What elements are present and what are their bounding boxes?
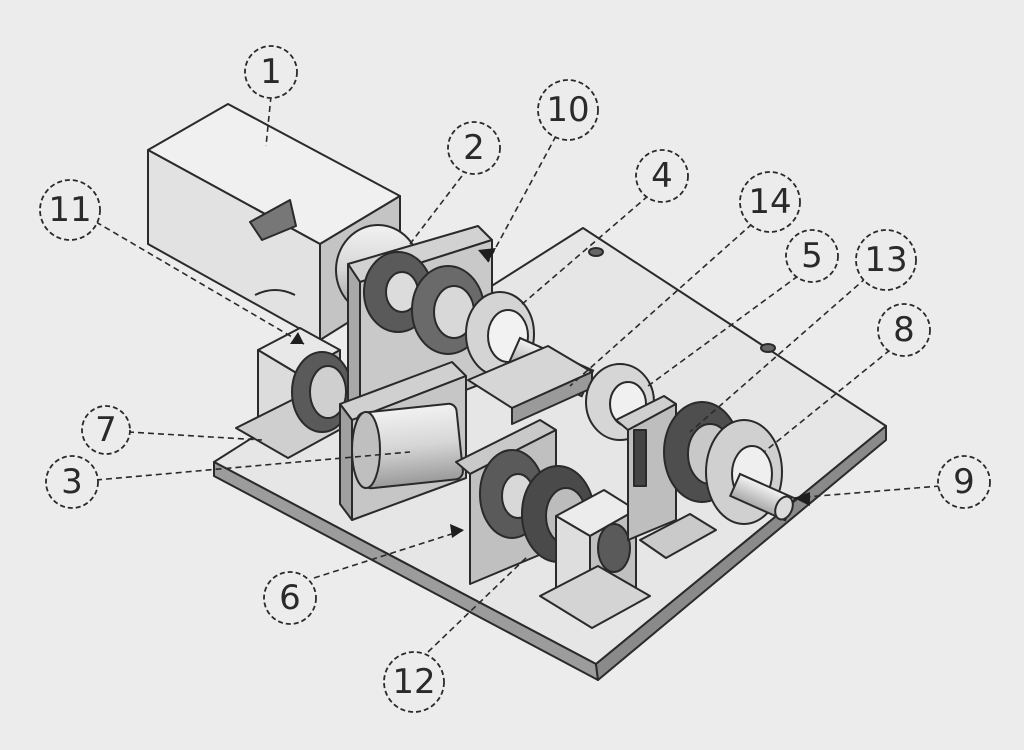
leader-14 — [569, 223, 753, 387]
balloon-label-8: 8 — [893, 310, 915, 350]
leader-lines — [95, 95, 941, 653]
leader-12 — [427, 555, 529, 653]
balloon-12: 12 — [383, 651, 445, 713]
arrowhead-6 — [450, 524, 464, 538]
leader-8 — [763, 349, 891, 453]
balloon-label-14: 14 — [748, 182, 791, 222]
balloon-11: 11 — [39, 179, 101, 241]
right-bracket — [615, 395, 717, 559]
balloons: 1 2 10 4 14 11 5 13 8 7 3 9 6 12 — [39, 45, 991, 713]
balloon-label-1: 1 — [260, 52, 282, 92]
leader-6 — [313, 529, 465, 579]
arrowheads — [290, 248, 810, 538]
arrowhead-9 — [794, 492, 810, 506]
leader-11 — [95, 221, 305, 345]
balloon-label-4: 4 — [651, 156, 673, 196]
balloon-14: 14 — [739, 171, 801, 233]
leader-2 — [409, 167, 469, 245]
balloon-label-12: 12 — [392, 662, 435, 702]
leader-1 — [265, 95, 272, 147]
leader-3 — [95, 451, 411, 481]
leader-4 — [519, 195, 649, 307]
balloon-10: 10 — [537, 79, 599, 141]
balloon-9: 9 — [937, 455, 991, 509]
balloon-label-3: 3 — [61, 462, 83, 502]
balloon-2: 2 — [447, 121, 501, 175]
output-shaft-9 — [728, 472, 797, 522]
balloon-label-6: 6 — [279, 578, 301, 618]
balloon-label-13: 13 — [864, 240, 907, 280]
balloon-label-5: 5 — [801, 236, 823, 276]
leader-7 — [127, 431, 263, 441]
lower-bracket — [339, 361, 467, 521]
leader-13 — [689, 277, 867, 433]
balloon-label-7: 7 — [95, 410, 117, 450]
balloon-13: 13 — [855, 229, 917, 291]
leader-10 — [487, 135, 557, 263]
arrowhead-10 — [478, 248, 496, 262]
balloon-label-2: 2 — [463, 128, 485, 168]
leader-9 — [793, 485, 941, 499]
balloon-7: 7 — [81, 405, 131, 455]
balloon-label-10: 10 — [546, 90, 589, 130]
balloon-label-9: 9 — [953, 462, 975, 502]
balloon-6: 6 — [263, 571, 317, 625]
leader-5 — [647, 275, 799, 387]
left-pillow-block — [235, 327, 353, 459]
balloon-label-11: 11 — [48, 190, 91, 230]
balloon-1: 1 — [244, 45, 298, 99]
balloon-3: 3 — [45, 455, 99, 509]
balloon-8: 8 — [877, 303, 931, 357]
arrowhead-11 — [290, 332, 304, 344]
balloon-5: 5 — [785, 229, 839, 283]
balloon-4: 4 — [635, 149, 689, 203]
